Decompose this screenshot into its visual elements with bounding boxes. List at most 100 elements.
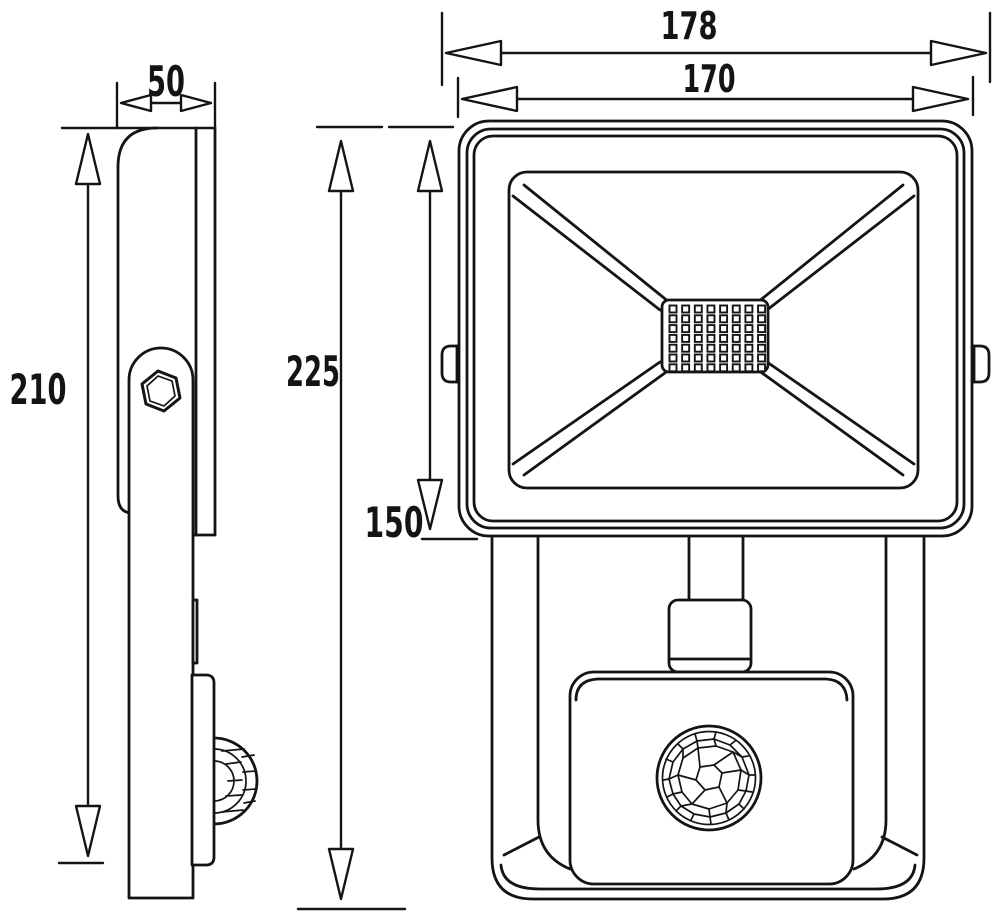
led-chip — [668, 343, 678, 353]
bracket-left-inner-wall — [536, 535, 572, 871]
side-pir-facets — [221, 748, 257, 813]
led-chip — [757, 314, 766, 324]
sensor-collar — [667, 598, 753, 674]
front-bracket — [490, 535, 926, 901]
led-chip — [706, 363, 716, 373]
led-chip — [757, 343, 766, 353]
pir-facet-pattern — [662, 731, 756, 825]
front-pir-dome — [655, 724, 763, 832]
led-chip — [693, 333, 703, 343]
led-chip — [681, 324, 691, 334]
led-chip — [744, 304, 754, 314]
led-chip — [731, 304, 741, 314]
side-sensor-housing — [190, 673, 216, 867]
led-chip — [668, 314, 678, 324]
led-chip — [719, 343, 729, 353]
led-chip — [757, 363, 766, 373]
side-pir-dome — [212, 736, 259, 826]
led-chip — [668, 353, 678, 363]
head-middle-border — [465, 127, 966, 530]
led-chip — [757, 324, 766, 334]
led-chip — [719, 363, 729, 373]
bracket-outer — [490, 535, 926, 901]
dim-label-178: 178 — [661, 4, 718, 48]
led-chip — [706, 353, 716, 363]
dimensions: 50 210 225 150 — [10, 4, 992, 911]
led-chip — [693, 304, 703, 314]
dim-label-210: 210 — [10, 365, 67, 414]
led-chip — [706, 343, 716, 353]
led-chip — [719, 314, 729, 324]
led-chip — [706, 333, 716, 343]
led-chip — [693, 324, 703, 334]
led-chip — [706, 324, 716, 334]
reflector-frame — [507, 170, 920, 490]
hex-bolt-icon — [140, 369, 182, 413]
led-chip — [706, 304, 716, 314]
dim-side-depth: 50 — [115, 57, 217, 130]
led-chip — [731, 324, 741, 334]
bracket-right-chamfer — [880, 835, 919, 857]
led-chip — [731, 333, 741, 343]
led-chip — [693, 363, 703, 373]
led-chip — [668, 324, 678, 334]
hex-bolt-outer — [140, 369, 182, 413]
led-chip — [744, 314, 754, 324]
led-chip — [744, 333, 754, 343]
led-chip — [681, 353, 691, 363]
led-chip — [681, 343, 691, 353]
sensor-box-top-inner-line — [574, 677, 849, 702]
led-chip — [744, 353, 754, 363]
led-chip — [731, 314, 741, 324]
led-chip — [731, 343, 741, 353]
led-chip — [693, 353, 703, 363]
pir-inner-ring — [661, 730, 757, 826]
side-view — [60, 126, 259, 900]
led-chip — [719, 353, 729, 363]
led-chip — [744, 343, 754, 353]
led-chip — [706, 314, 716, 324]
led-chip — [744, 324, 754, 334]
led-chip — [668, 333, 678, 343]
led-chip — [757, 353, 766, 363]
led-chip — [731, 353, 741, 363]
reflector-diagonals — [511, 183, 916, 477]
bracket-right-inner-wall — [852, 535, 888, 871]
side-head-corner — [116, 126, 159, 169]
side-bracket-arm — [127, 346, 195, 900]
led-chip — [681, 304, 691, 314]
side-head-body — [60, 126, 217, 537]
dim-front-overall-height: 225 — [286, 125, 407, 911]
led-chip — [681, 333, 691, 343]
dim-side-height: 210 — [10, 132, 105, 865]
led-chip — [719, 324, 729, 334]
dim-head-height: 150 — [365, 125, 479, 547]
dim-label-170: 170 — [683, 57, 736, 101]
dim-label-150: 150 — [365, 498, 424, 547]
led-chip — [757, 304, 766, 314]
led-chip — [719, 304, 729, 314]
dim-label-50: 50 — [147, 57, 185, 106]
pir-outer-ring — [655, 724, 763, 832]
hex-bolt-inner — [146, 375, 176, 407]
front-head — [457, 119, 974, 538]
led-chip — [668, 304, 678, 314]
side-collar-edge — [191, 598, 199, 665]
dim-head-width: 170 — [456, 57, 975, 119]
bracket-left-chamfer — [502, 835, 541, 857]
led-chip — [719, 333, 729, 343]
led-chip — [731, 363, 741, 373]
dim-overall-width: 178 — [440, 4, 992, 87]
led-chip — [744, 363, 754, 373]
sensor-box — [568, 670, 855, 886]
sensor-stem — [687, 535, 745, 603]
bracket-inner-bottom — [499, 863, 917, 891]
led-chip — [757, 333, 766, 343]
dim-label-225: 225 — [286, 347, 340, 396]
led-chip — [681, 314, 691, 324]
led-chip — [681, 363, 691, 373]
led-chip — [693, 314, 703, 324]
front-view — [440, 119, 991, 901]
